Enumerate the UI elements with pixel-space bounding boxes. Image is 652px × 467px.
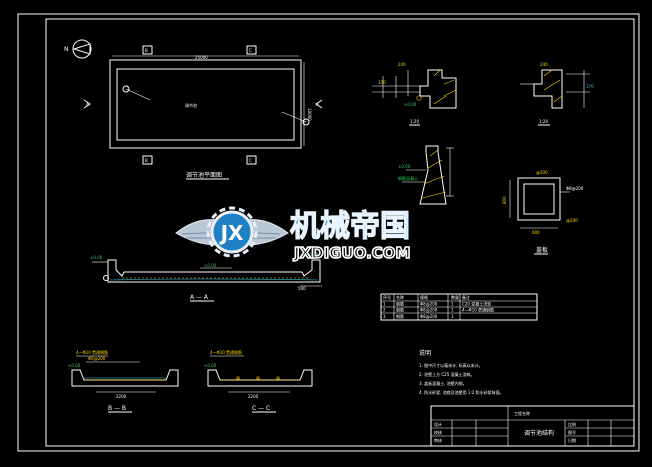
inner-frame — [45, 18, 635, 447]
marker-c-top: C — [249, 48, 252, 53]
tb-cell-2: 校核 — [434, 429, 442, 435]
table-header-cell: 序号 — [383, 294, 391, 300]
marker-a-right: A — [316, 102, 319, 107]
marker-b-bottom: B — [145, 158, 148, 163]
svg-text:4—Φ10 贯通钢筋: 4—Φ10 贯通钢筋 — [76, 349, 108, 355]
section-a-a: ±0.00 ±0.00 ±0.00 500 A — A — [90, 252, 322, 302]
notes-heading: 说明 — [419, 349, 431, 357]
drawing-title: 调节池结构 — [524, 429, 554, 437]
plan-outer-wall — [109, 59, 302, 149]
plan-pool-label: 调节池 — [185, 102, 197, 108]
c-c-dim: 2200 — [248, 394, 259, 399]
table-cell: 钢筋 — [396, 313, 404, 319]
svg-text:@200: @200 — [566, 218, 578, 223]
cover-dim-bottom: 600 — [532, 230, 540, 235]
cover-dim-side: 800 — [502, 196, 507, 204]
table-cell: 3 — [383, 314, 386, 319]
b-b-title: B — B — [108, 405, 126, 412]
note-line-3: 3. 盖板混凝土, 池壁内侧。 — [419, 380, 467, 386]
a-a-bottom-level: ±0.00 — [204, 263, 217, 268]
watermark-logo: JX 机械帝国 JXDIGUO.COM — [175, 206, 411, 263]
note-line-1: 1. 图中尺寸以毫米计, 标高以米计。 — [419, 362, 483, 368]
cover-plate-outer — [517, 177, 561, 221]
svg-text:4—Φ10 贯通钢筋: 4—Φ10 贯通钢筋 — [210, 349, 242, 355]
marker-b-top: B — [145, 48, 148, 53]
gear-icon — [210, 210, 254, 254]
table-cell: Φ8@200 — [420, 301, 438, 306]
cover-label: 盖板 — [536, 246, 548, 254]
svg-text:Φ8@200: Φ8@200 — [88, 356, 106, 361]
table-cell: 钢筋 — [396, 307, 404, 313]
outer-frame — [17, 13, 640, 452]
detail-1-scale: 1:20 — [410, 119, 419, 124]
section-b-b: 4—Φ10 贯通钢筋 Φ8@200 ±0.00 2200 B — B — [68, 349, 179, 413]
plan-dim-width: 10000 — [307, 108, 312, 121]
detail-1: 240 370 ±0.00 1:20 — [372, 62, 457, 126]
section-c-c: 4—Φ10 贯通钢筋 ±0.00 2200 C — C — [204, 349, 313, 413]
cover-reinforcement: Φ8@200 — [566, 186, 584, 191]
project-label: 工程名称 — [514, 410, 530, 416]
marker-c-bottom: C — [249, 158, 252, 163]
tb-cell-6: 日期 — [568, 437, 576, 443]
table-header-cell: 备注 — [462, 294, 470, 300]
table-cell: C20 混凝土浇筑 — [462, 300, 491, 306]
c-c-title: C — C — [252, 405, 270, 412]
tb-cell-4: 比例 — [568, 421, 576, 427]
notes: 说明 1. 图中尺寸以毫米计, 标高以米计。 2. 池壁上方 C25 混凝土浇筑… — [419, 349, 504, 395]
svg-text:±0.00: ±0.00 — [204, 363, 217, 368]
table-cell: 1 — [451, 301, 454, 306]
svg-text:±0.00: ±0.00 — [306, 252, 319, 257]
materials-table: 序号名称 规格 数量备注 1 钢筋 Φ8@200 1 C20 混凝土浇筑 2 钢筋 Φ8@200 1 4… — [380, 293, 538, 321]
table-cell: Φ8@200 — [420, 314, 438, 319]
north-arrow: N — [64, 39, 92, 59]
brand-url: JXDIGUO.COM — [293, 244, 410, 262]
plan-view: 25000 10000 调节池 B C B C A A 调节池平面图 — [83, 45, 323, 180]
svg-text:370: 370 — [378, 80, 386, 85]
north-label: N — [64, 46, 69, 53]
table-cell: 1 — [451, 308, 454, 313]
table-cell: 1 — [451, 314, 454, 319]
plan-dim-length: 25000 — [195, 55, 208, 60]
note-line-2: 2. 池壁上方 C25 混凝土浇筑。 — [419, 371, 475, 377]
b-b-dim: 2200 — [116, 394, 127, 399]
note-line-4: 4. 防水砂浆, 池底及池壁用 1:2 防水砂浆抹面。 — [419, 389, 504, 395]
table-cell: Φ8@200 — [420, 308, 438, 313]
detail-3: ±0.00 钢筋混凝土 — [398, 145, 454, 205]
a-a-top-level: ±0.00 — [90, 255, 103, 260]
table-cell: 1 — [383, 301, 386, 306]
svg-text:240: 240 — [540, 62, 548, 67]
a-a-title: A — A — [190, 294, 209, 301]
svg-text:±0.00: ±0.00 — [404, 102, 417, 107]
table-header-cell: 规格 — [420, 294, 428, 300]
tb-cell-3: 审核 — [434, 437, 442, 443]
plan-inner-wall — [116, 68, 295, 141]
table-cell: 4—Φ10 贯通钢筋 — [462, 307, 494, 313]
emblem-text: JX — [219, 221, 244, 245]
marker-a-left: A — [86, 102, 89, 107]
cover-plate-detail: 800 600 Φ8@200 @200 @200 盖板 — [502, 170, 584, 255]
svg-text:370: 370 — [586, 84, 594, 89]
svg-text:240: 240 — [398, 62, 406, 67]
svg-text:±0.00: ±0.00 — [68, 363, 81, 368]
svg-text:±0.00: ±0.00 — [398, 164, 411, 169]
table-header-cell: 名称 — [396, 294, 404, 300]
table-cell: 2 — [383, 308, 386, 313]
tb-cell-1: 设计 — [434, 421, 442, 427]
detail-2: 240 370 1:20 — [520, 62, 594, 126]
table-header-cell: 数量 — [451, 294, 459, 300]
detail-2-scale: 1:20 — [539, 119, 548, 124]
title-block: 工程名称 调节池结构 设计 校核 审核 比例 图号 日期 — [430, 405, 635, 447]
table-cell: 钢筋 — [396, 300, 404, 306]
brand-cn: 机械帝国 — [290, 209, 410, 244]
a-a-dim-500: 500 — [298, 286, 306, 291]
svg-text:@200: @200 — [536, 170, 548, 175]
cover-plate-inner — [523, 183, 555, 215]
detail-3-label: 钢筋混凝土 — [398, 175, 418, 181]
tb-cell-5: 图号 — [568, 429, 576, 435]
plan-title: 调节池平面图 — [186, 171, 222, 179]
